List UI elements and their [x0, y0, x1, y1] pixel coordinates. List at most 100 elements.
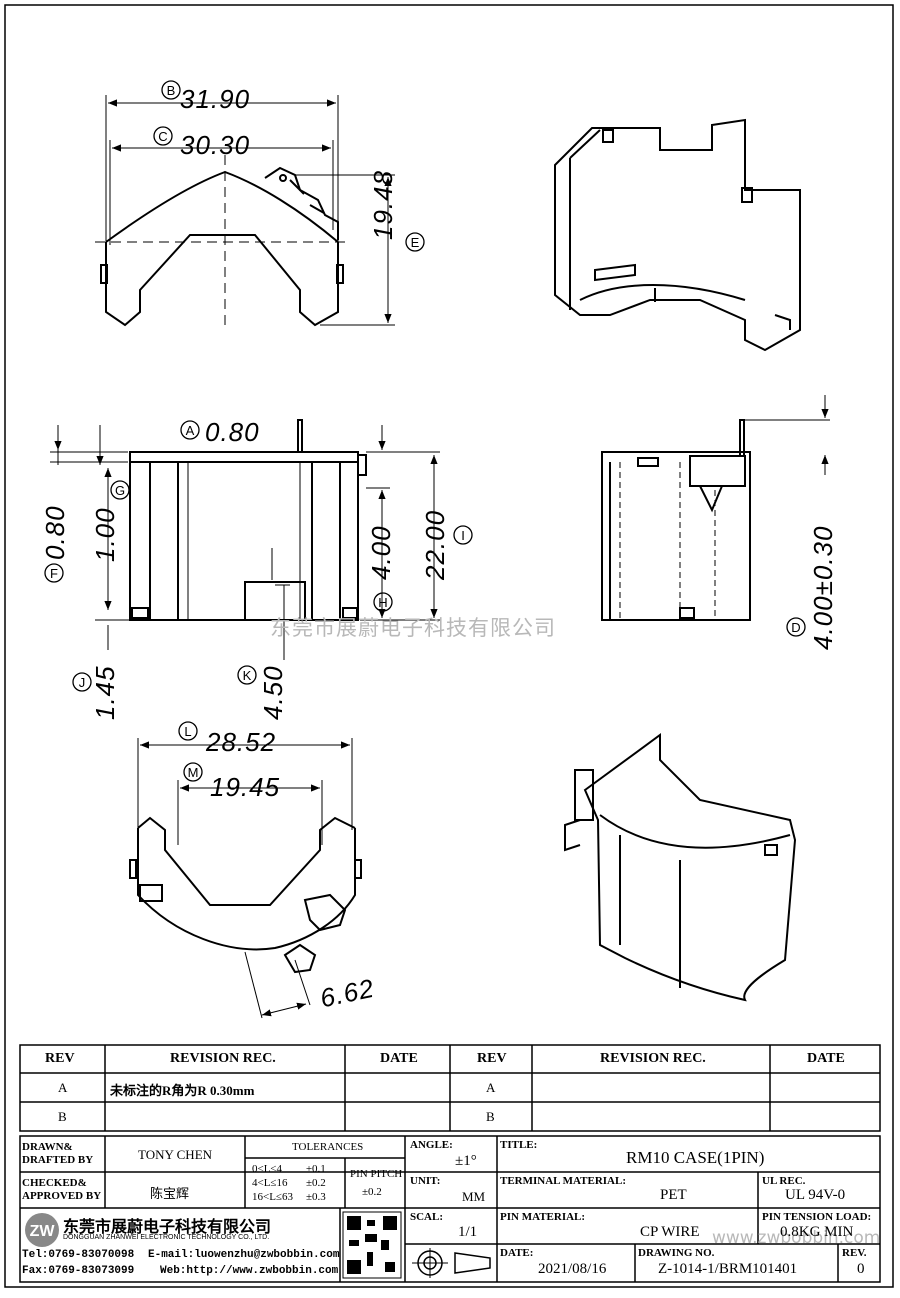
drawn-by: TONY CHEN [138, 1147, 213, 1162]
qr-code [342, 1211, 402, 1279]
svg-text:F: F [50, 566, 58, 581]
rev-row-a-note: 未标注的R角为R 0.30mm [110, 1083, 255, 1098]
company-fax: Fax:0769-83073099 [22, 1265, 135, 1277]
tolerances-label: TOLERANCES [292, 1141, 364, 1153]
svg-text:G: G [115, 483, 125, 498]
scale: 1/1 [458, 1224, 478, 1240]
svg-text:D: D [791, 620, 800, 635]
sheet-border [4, 4, 894, 1288]
drawing-no-label: DRAWING NO. [638, 1247, 715, 1259]
dim-F-value: 0.80 [40, 505, 70, 560]
pin-tension-label: PIN TENSION LOAD: [762, 1211, 872, 1223]
dim-F-letter: F [44, 563, 64, 588]
angle: ±1° [455, 1153, 477, 1169]
dim-E-value: 19.48 [368, 169, 398, 240]
title-label: TITLE: [500, 1139, 538, 1151]
dim-B-value: 31.90 [180, 84, 251, 114]
bottom-view [129, 738, 362, 1019]
dim-I-letter: I [453, 525, 473, 550]
pin-material: CP WIRE [640, 1224, 700, 1240]
title-block-grid [19, 1135, 881, 1283]
checked-by: 陈宝辉 [150, 1186, 190, 1201]
date: 2021/08/16 [538, 1261, 607, 1277]
dim-M-letter: M [183, 762, 203, 787]
svg-text:A: A [186, 423, 195, 438]
watermark: 东莞市展蔚电子科技有限公司 [270, 616, 556, 640]
svg-text:M: M [188, 765, 199, 780]
company-name-en: DONGGUAN ZHANWEI ELECTRONIC TECHNOLOGY C… [63, 1234, 270, 1241]
tol-value-2: ±0.2 [306, 1177, 326, 1189]
top-view [95, 95, 395, 330]
terminal-material: PET [660, 1187, 687, 1203]
tol-range-1: 0<L≤4 [252, 1163, 282, 1175]
title: RM10 CASE(1PIN) [626, 1148, 765, 1167]
svg-text:I: I [461, 528, 465, 543]
revision-rec-header-1: REVISION REC. [170, 1051, 276, 1066]
iso-view-bottom [564, 733, 797, 1002]
dim-H-value: 4.00 [366, 525, 396, 580]
dim-H-letter: H [373, 592, 393, 617]
dim-L-letter: L [178, 721, 198, 746]
rev-header-2: REV [477, 1051, 507, 1066]
pin-pitch: ±0.2 [362, 1186, 382, 1198]
dim-B-letter-text: B [167, 83, 176, 98]
pin-material-label: PIN MATERIAL: [500, 1211, 586, 1223]
svg-text:L: L [184, 724, 191, 739]
drawn-label: DRAWN& DRAFTED BY [22, 1141, 94, 1166]
rev-header-1: REV [45, 1051, 75, 1066]
side-view [601, 395, 830, 621]
rev-row-b-right: B [486, 1109, 495, 1124]
dim-D-value: 4.00±0.30 [808, 525, 838, 650]
iso-view-top [554, 118, 801, 352]
tol-range-2: 4<L≤16 [252, 1177, 288, 1189]
tol-value-1: ±0.1 [306, 1163, 326, 1175]
rev-label: REV. [842, 1247, 867, 1259]
watermark-url: www.zwbobbin.com [712, 1228, 881, 1248]
dim-C-value: 30.30 [180, 130, 251, 160]
svg-text:H: H [378, 595, 387, 610]
company-email: E-mail:luowenzhu@zwbobbin.com [148, 1249, 340, 1261]
scale-label: SCAL: [410, 1211, 444, 1223]
company-tel: Tel:0769-83070098 [22, 1249, 135, 1261]
drawing-no: Z-1014-1/BRM101401 [658, 1261, 798, 1277]
front-view [50, 419, 440, 660]
rev-row-a-left: A [58, 1080, 68, 1095]
unit: MM [462, 1189, 486, 1204]
rev-row-b-left: B [58, 1109, 67, 1124]
company-name-cn: 东莞市展蔚电子科技有限公司 [63, 1217, 272, 1236]
company-logo: ZW [25, 1213, 59, 1247]
pin-pitch-label: PIN PITCH [350, 1168, 403, 1180]
dim-K-letter: K [237, 665, 257, 690]
svg-text:C: C [158, 129, 167, 144]
unit-label: UNIT: [410, 1175, 441, 1187]
revision-rec-header-2: REVISION REC. [600, 1051, 706, 1066]
date-label: DATE: [500, 1247, 534, 1259]
dim-C-letter: C [153, 126, 173, 151]
date-header-1: DATE [380, 1051, 418, 1066]
angle-label: ANGLE: [410, 1139, 453, 1151]
svg-text:J: J [79, 675, 86, 690]
dim-J-letter: J [72, 672, 92, 697]
dim-B-letter: B [161, 80, 181, 105]
company-web: Web:http://www.zwbobbin.com [160, 1265, 339, 1277]
dim-K-value: 4.50 [258, 665, 288, 720]
rev-row-a-right: A [486, 1080, 496, 1095]
terminal-material-label: TERMINAL MATERIAL: [500, 1175, 627, 1187]
tol-value-3: ±0.3 [306, 1191, 326, 1203]
svg-text:ZW: ZW [30, 1223, 56, 1240]
dim-L-value: 28.52 [206, 727, 277, 757]
pin-tension: 0.8KG MIN [780, 1224, 854, 1240]
date-header-2: DATE [807, 1051, 845, 1066]
tol-range-3: 16<L≤63 [252, 1191, 293, 1203]
dim-J-value: 1.45 [90, 665, 120, 720]
rev: 0 [857, 1261, 865, 1277]
dim-A-letter: A [180, 420, 200, 445]
checked-label: CHECKED& APPROVED BY [22, 1177, 102, 1202]
dim-A-value: 0.80 [205, 417, 260, 447]
dim-I-value: 22.00 [420, 509, 450, 580]
dim-E-letter: E [405, 232, 425, 257]
dim-G-letter: G [110, 480, 130, 505]
dim-G-value: 1.00 [90, 507, 120, 562]
ul-rec: UL 94V-0 [785, 1187, 846, 1203]
